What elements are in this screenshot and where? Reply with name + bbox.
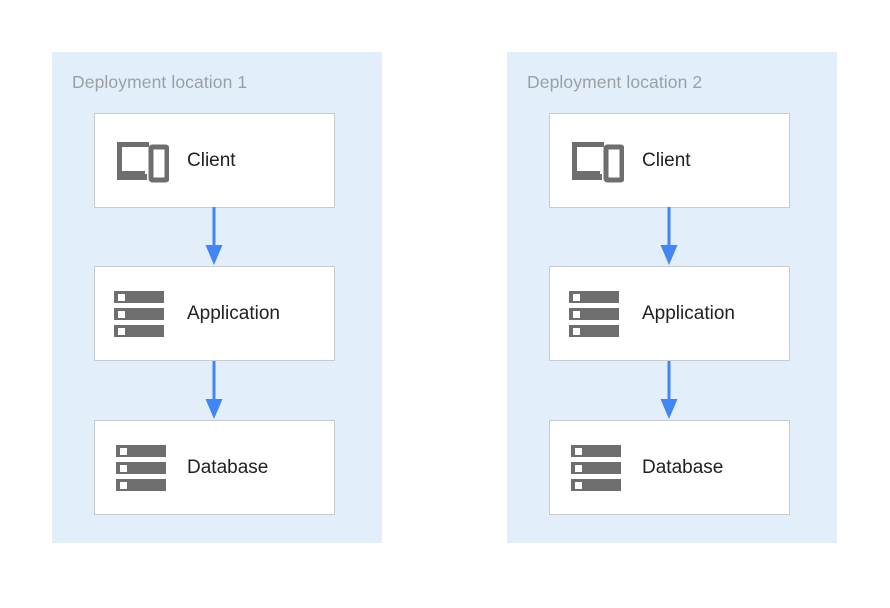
- node-client-1[interactable]: Client: [94, 113, 335, 208]
- deployment-location-panel-2: Deployment location 2 Client: [507, 52, 837, 543]
- deployment-location-title-2: Deployment location 2: [527, 72, 703, 92]
- node-label-application-2: Application: [642, 303, 735, 324]
- deployment-location-title-1: Deployment location 1: [72, 72, 248, 92]
- server-stack-icon: [95, 267, 187, 360]
- node-database-2[interactable]: Database: [549, 420, 790, 515]
- deployment-location-panel-1: Deployment location 1 Client: [52, 52, 382, 543]
- client-devices-icon: [95, 114, 187, 207]
- node-client-2[interactable]: Client: [549, 113, 790, 208]
- node-label-application-1: Application: [187, 303, 280, 324]
- server-stack-icon: [95, 421, 187, 514]
- node-application-1[interactable]: Application: [94, 266, 335, 361]
- node-label-client-1: Client: [187, 150, 236, 171]
- node-label-database-2: Database: [642, 457, 724, 478]
- arrow-application-to-database-2: [654, 361, 684, 421]
- node-application-2[interactable]: Application: [549, 266, 790, 361]
- server-stack-icon: [550, 421, 642, 514]
- node-database-1[interactable]: Database: [94, 420, 335, 515]
- server-stack-icon: [550, 267, 642, 360]
- node-label-database-1: Database: [187, 457, 269, 478]
- arrow-application-to-database-1: [199, 361, 229, 421]
- node-label-client-2: Client: [642, 150, 691, 171]
- arrow-client-to-application-1: [199, 207, 229, 267]
- arrow-client-to-application-2: [654, 207, 684, 267]
- client-devices-icon: [550, 114, 642, 207]
